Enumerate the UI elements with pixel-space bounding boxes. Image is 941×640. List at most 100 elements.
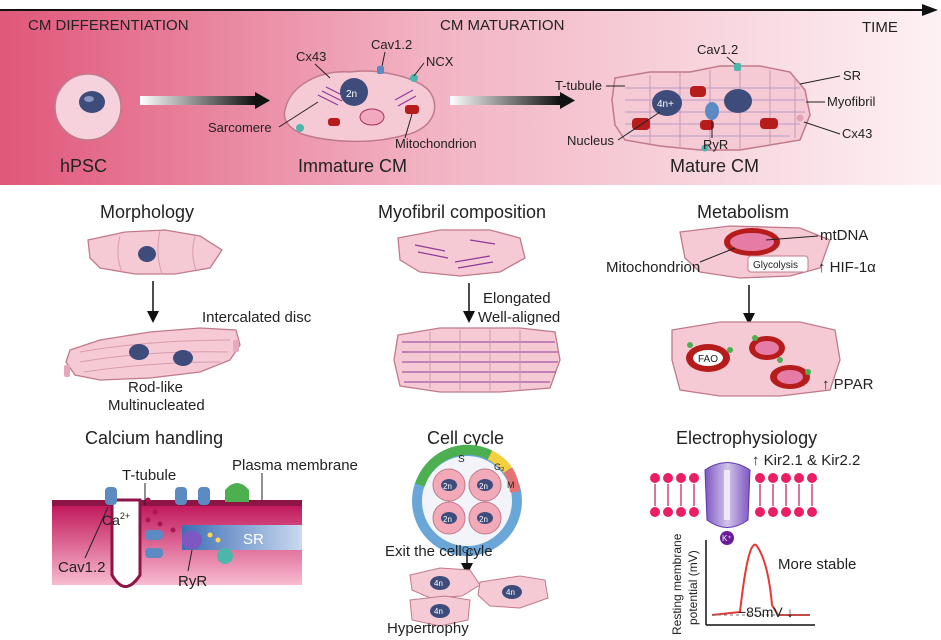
cav12-mature-pointer	[726, 56, 736, 65]
calcium-ttubule-label: T-tubule	[122, 467, 176, 484]
glycolysis-label: Glycolysis	[753, 260, 798, 271]
calcium-title: Calcium handling	[85, 428, 223, 448]
m-phase-label: M	[507, 480, 515, 490]
mature-cm-cell: 4n+	[611, 63, 811, 152]
intercalated-disc-label: Intercalated disc	[202, 309, 312, 326]
resting-mv-text: −85mV	[738, 604, 783, 620]
myofibril-label: Myofibril	[827, 94, 876, 109]
metabolism-mature-cell	[671, 321, 841, 397]
cell-4n-b: 4n	[506, 588, 515, 597]
ncx-pointer	[413, 62, 425, 77]
hif-text: HIF-1α	[830, 259, 877, 276]
cx43-pointer	[314, 63, 331, 79]
cav12-pointer	[381, 51, 386, 67]
cav12-label: Cav1.2	[371, 37, 412, 52]
myofibril-mature-cell	[393, 327, 561, 393]
two-n-label: 2n	[346, 89, 357, 100]
calcium-membrane	[52, 483, 302, 588]
hypertrophy-cells	[409, 567, 549, 627]
time-label: TIME	[862, 19, 898, 36]
ppar-label: ↑ PPAR	[822, 376, 874, 393]
cell-2n-c: 2n	[443, 515, 452, 524]
differentiation-label: CM DIFFERENTIATION	[28, 17, 189, 34]
cell-2n-a: 2n	[443, 482, 452, 491]
four-n-plus-label: 4n+	[657, 99, 674, 110]
ppar-text: PPAR	[834, 376, 874, 393]
kir-text: Kir2.1 & Kir2.2	[764, 452, 861, 469]
mitochondrion-meta-pointer	[699, 247, 736, 263]
ylabel-line2: potential (mV)	[686, 550, 700, 625]
k-ion-label: K⁺	[722, 534, 732, 543]
fao-label: FAO	[698, 354, 718, 365]
cx43-mature-label: Cx43	[842, 126, 872, 141]
immature-label: Immature CM	[298, 156, 407, 176]
more-stable-label: More stable	[778, 556, 856, 573]
ylabel-line1: Resting membrane	[670, 533, 684, 635]
metabolism-title: Metabolism	[697, 202, 789, 222]
lipid-bilayer	[650, 473, 817, 517]
ca-superscript: 2+	[120, 511, 130, 521]
plasma-membrane-label: Plasma membrane	[232, 457, 358, 474]
cell-cycle-ring	[412, 444, 522, 556]
cell-4n-c: 4n	[434, 607, 443, 616]
ryr-label: RyR	[703, 137, 728, 152]
calcium-cav12-label: Cav1.2	[58, 559, 106, 576]
exit-cycle-label: Exit the cell cyle	[385, 543, 493, 560]
morphology-title: Morphology	[100, 202, 194, 222]
cellcycle-title: Cell cycle	[427, 428, 504, 448]
sr-label: SR	[843, 68, 861, 83]
sr-pointer	[799, 75, 841, 85]
immature-cm-cell: 2n	[283, 66, 436, 143]
time-arrowhead	[922, 4, 938, 16]
s-phase-label: S	[458, 454, 465, 465]
morphology-immature-cell	[87, 229, 223, 275]
calcium-ryr-label: RyR	[178, 573, 207, 590]
nucleus-label: Nucleus	[567, 133, 614, 148]
electro-title: Electrophysiology	[676, 428, 817, 448]
ca-text: Ca	[102, 512, 120, 528]
mtdna-label: mtDNA	[820, 227, 868, 244]
morphology-mature-cell	[64, 327, 241, 381]
ttubule-label: T-tubule	[555, 78, 602, 93]
myofibril-title: Myofibril composition	[378, 202, 546, 222]
cell-2n-d: 2n	[479, 515, 488, 524]
multinucleated-label: Multinucleated	[108, 397, 205, 414]
cell-4n-a: 4n	[434, 579, 443, 588]
g1-phase-label: G₁	[462, 545, 472, 555]
well-aligned-label: Well-aligned	[478, 309, 560, 326]
calcium-ryr-pointer	[187, 549, 193, 572]
rod-like-label: Rod-like	[128, 379, 183, 396]
mitochondrion-label: Mitochondrion	[395, 136, 477, 151]
mature-label: Mature CM	[670, 156, 759, 176]
g2-phase-label: G₂	[494, 462, 505, 472]
maturation-arrowhead	[560, 92, 575, 109]
nucleus-pointer	[617, 111, 661, 141]
ca-label: Ca2+	[102, 511, 130, 528]
calcium-sr-label: SR	[243, 531, 264, 548]
hpsc-label: hPSC	[60, 156, 107, 176]
hypertrophy-label: Hypertrophy	[387, 620, 469, 637]
hif-label: ↑ HIF-1α	[818, 259, 876, 276]
cx43-mature-pointer	[803, 121, 841, 135]
differentiation-arrow	[140, 96, 255, 105]
sarcomere-pointer	[278, 101, 319, 128]
calcium-cav12-pointer	[84, 506, 109, 559]
mitochondrion-meta-label: Mitochondrion	[606, 259, 700, 276]
cav12-mature-label: Cav1.2	[697, 42, 738, 57]
sarcomere-label: Sarcomere	[208, 120, 272, 135]
potential-plot	[705, 540, 815, 626]
mtdna-pointer	[765, 235, 819, 241]
mitochondrion-pointer	[404, 113, 413, 139]
ncx-label: NCX	[426, 54, 454, 69]
cell-2n-b: 2n	[479, 482, 488, 491]
elongated-label: Elongated	[483, 290, 551, 307]
myofibril-immature-cell	[397, 229, 526, 277]
differentiation-arrowhead	[255, 92, 270, 109]
hpsc-cell	[54, 73, 122, 141]
maturation-arrow	[450, 96, 560, 105]
resting-mv-label: −85mV ↓	[738, 604, 794, 620]
kir-label: ↑ Kir2.1 & Kir2.2	[752, 452, 860, 469]
kir-channel	[704, 462, 751, 545]
